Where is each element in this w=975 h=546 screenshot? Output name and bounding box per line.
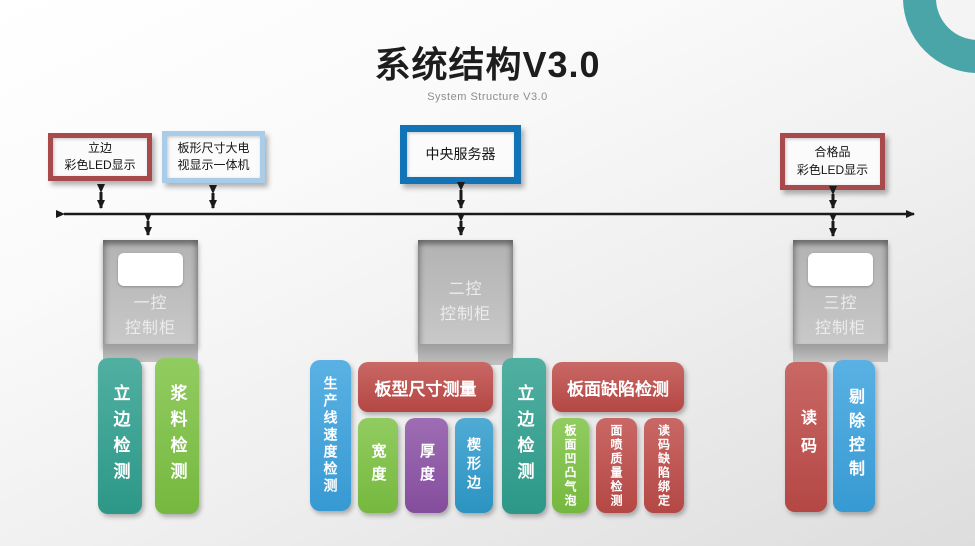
cabinet-label-line: 二控 bbox=[448, 281, 483, 298]
cabinet-one-connector-strip bbox=[103, 344, 198, 362]
module-code-defect-bind: 读码缺陷绑定 bbox=[644, 418, 684, 513]
node-label-line: 中央服务器 bbox=[425, 146, 496, 163]
module-label: 宽度 bbox=[369, 442, 387, 489]
node-label-line: 彩色LED显示 bbox=[64, 158, 136, 172]
module-spray-quality-detect: 面喷质量检测 bbox=[596, 418, 637, 513]
node-label-line: 立边 bbox=[87, 140, 112, 155]
module-wedge-edge: 楔形边 bbox=[455, 418, 493, 513]
module-label: 剔除控制 bbox=[846, 388, 863, 484]
module-label: 厚度 bbox=[418, 442, 435, 489]
cabinet-label-line: 控制柜 bbox=[124, 319, 176, 337]
cabinet-one: 一控 控制柜 bbox=[103, 240, 198, 347]
node-label-line: 合格品 bbox=[814, 145, 851, 160]
cabinet-screen bbox=[118, 253, 183, 286]
cabinet-label: 二控 控制柜 bbox=[418, 278, 513, 328]
module-label: 楔形边 bbox=[466, 437, 482, 494]
module-surface-defect-header: 板面缺陷检测 bbox=[552, 362, 684, 412]
cabinet-label-line: 三控 bbox=[823, 295, 858, 312]
node-label-line: 板形尺寸大电 bbox=[177, 140, 250, 155]
cabinet-label: 三控 控制柜 bbox=[793, 292, 888, 342]
node-label-line: 彩色LED显示 bbox=[796, 162, 869, 177]
page-title: 系统结构V3.0 bbox=[374, 44, 601, 85]
module-slurry-detect: 浆料检测 bbox=[155, 358, 199, 514]
module-edge-detect-2: 立边检测 bbox=[502, 358, 546, 514]
module-label: 生产线速度检测 bbox=[322, 376, 339, 495]
node-label-line: 视显示一体机 bbox=[177, 158, 250, 172]
module-edge-detect-1: 立边检测 bbox=[98, 358, 142, 514]
module-label: 立边检测 bbox=[110, 384, 130, 488]
module-size-measure-header: 板型尺寸测量 bbox=[358, 362, 493, 412]
node-edge-color-led-display: 立边 彩色LED显示 bbox=[48, 133, 152, 181]
node-board-size-tv-display: 板形尺寸大电 视显示一体机 bbox=[162, 131, 265, 183]
module-label: 板面缺陷检测 bbox=[567, 379, 669, 399]
cabinet-two: 二控 控制柜 bbox=[418, 240, 513, 350]
module-label: 板面凹凸气泡 bbox=[563, 423, 577, 508]
module-label: 面喷质量检测 bbox=[609, 423, 623, 508]
cabinet-two-connector-strip bbox=[418, 344, 513, 365]
module-width: 宽度 bbox=[358, 418, 398, 513]
cabinet-screen bbox=[808, 253, 873, 286]
cabinet-label-line: 控制柜 bbox=[814, 319, 866, 337]
cabinet-label-line: 控制柜 bbox=[439, 305, 491, 323]
module-surface-bubble: 板面凹凸气泡 bbox=[552, 418, 589, 513]
module-label: 浆料检测 bbox=[167, 384, 187, 488]
module-label: 立边检测 bbox=[514, 384, 534, 488]
module-line-speed-detect: 生产线速度检测 bbox=[310, 360, 351, 511]
module-reject-control: 剔除控制 bbox=[833, 360, 875, 512]
node-qualified-color-led-display: 合格品 彩色LED显示 bbox=[780, 133, 885, 190]
page-subtitle: System Structure V3.0 bbox=[427, 91, 548, 103]
cabinet-label: 一控 控制柜 bbox=[103, 292, 198, 342]
node-central-server: 中央服务器 bbox=[400, 125, 521, 184]
module-read-code: 读码 bbox=[785, 362, 827, 512]
module-label: 读码缺陷绑定 bbox=[656, 423, 671, 508]
module-label: 读码 bbox=[798, 409, 815, 465]
module-label: 板型尺寸测量 bbox=[374, 379, 477, 399]
cabinet-label-line: 一控 bbox=[133, 295, 168, 312]
cabinet-three: 三控 控制柜 bbox=[793, 240, 888, 347]
cabinet-three-connector-strip bbox=[793, 344, 888, 362]
module-thickness: 厚度 bbox=[405, 418, 448, 513]
